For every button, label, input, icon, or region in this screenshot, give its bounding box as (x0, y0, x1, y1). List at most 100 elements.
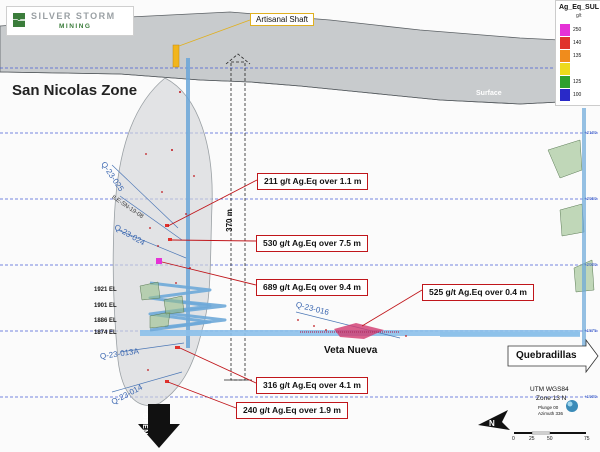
level-1921: 1921 EL (94, 287, 117, 293)
dot (313, 325, 315, 327)
legend-bin-label: 140 (573, 39, 582, 46)
legend-swatch (560, 49, 570, 62)
quebradillas-arrow (507, 338, 599, 374)
legend-swatch (560, 62, 570, 75)
projection-line2: Zone 13 N (536, 395, 567, 402)
structure-bodies (139, 139, 595, 329)
legend-bin (560, 62, 598, 75)
level-1886: 1886 EL (94, 318, 117, 324)
leader-525 (361, 289, 423, 327)
dot (193, 175, 195, 177)
dot (147, 369, 149, 371)
open-label: OPEN (141, 413, 148, 435)
scale-tick-50: 50 (547, 436, 553, 442)
legend-swatch (560, 75, 570, 88)
intercept-240 (165, 380, 169, 383)
logo-brand-line1: SILVER STORM (31, 11, 116, 21)
legend-swatch (560, 23, 570, 36)
topography-surface-lower (0, 71, 600, 105)
projection-plunge: Plunge 00 (538, 405, 559, 410)
trace-q23-024 (117, 229, 187, 259)
callout-525: 525 g/t Ag.Eq over 0.4 m (422, 284, 534, 301)
quebradillas-working (440, 332, 580, 337)
vertical-extent-box (230, 61, 246, 381)
trace-ile-sn-19-08 (119, 195, 183, 241)
drillhole-traces (111, 164, 401, 393)
veta-nueva-label: Veta Nueva (324, 345, 378, 356)
legend-bin: 135 (560, 49, 598, 62)
legend-bin: 100 (560, 88, 598, 101)
dot (325, 329, 327, 331)
legend-bin-label: 100 (573, 91, 582, 98)
legend-swatch (560, 88, 570, 101)
body-4 (559, 203, 585, 237)
leader-artisanal (178, 19, 251, 47)
legend-bin: 250 (560, 23, 598, 36)
dot (405, 335, 407, 337)
body-1 (139, 281, 161, 301)
leader-689 (161, 261, 257, 286)
dot (145, 153, 147, 155)
scale-bar (514, 431, 586, 435)
scale-tick-75: 75 (584, 436, 590, 442)
legend-title: Ag_Eq_SUL (559, 4, 600, 11)
callout-211: 211 g/t Ag.Eq over 1.1 m (257, 173, 369, 190)
dot (175, 282, 177, 284)
scale-bar-segment-3 (550, 432, 586, 434)
legend-bin-label: 125 (573, 78, 582, 85)
east-drill-trace (582, 108, 586, 348)
north-arrow (478, 410, 510, 430)
dot (157, 245, 159, 247)
compass-sphere (566, 400, 578, 412)
leader-316 (179, 347, 257, 384)
quebradillas-label: Quebradillas (516, 350, 577, 361)
logo-icon (13, 13, 25, 27)
open-arrow (138, 404, 180, 448)
callout-316: 316 g/t Ag.Eq over 4.1 m (256, 377, 368, 394)
compass-sphere-highlight (567, 401, 573, 407)
dot (161, 191, 163, 193)
elevation-tag-2100: +2100 (584, 130, 597, 135)
intercept-211 (165, 224, 169, 227)
level-1874: 1874 EL (94, 330, 117, 336)
intercept-689 (156, 258, 162, 264)
trace-q23-014 (111, 371, 183, 393)
legend-unit: g/t (576, 13, 582, 19)
surface-label: Surface (476, 90, 502, 97)
logo: SILVER STORM MINING (6, 6, 134, 36)
projection-line1: UTM WGS84 (530, 386, 569, 393)
scale-tick-25: 25 (529, 436, 535, 442)
trace-q23-013a (119, 342, 185, 353)
legend-swatch (560, 36, 570, 49)
elevation-tag-1875: +1875 (584, 328, 597, 333)
legend-bin: 140 (560, 36, 598, 49)
legend-bin-label: 250 (573, 26, 582, 33)
scale-bar-segment-1 (514, 432, 532, 434)
intercept-veta-nueva (334, 323, 384, 339)
artisanal-shaft-label: Artisanal Shaft (250, 13, 315, 26)
shaft-trace (186, 58, 190, 348)
dot (149, 227, 151, 229)
level-1901: 1901 EL (94, 303, 117, 309)
dot (297, 319, 299, 321)
legend-bin: 125 (560, 75, 598, 88)
callout-689: 689 g/t Ag.Eq over 9.4 m (256, 279, 368, 296)
legend-bins: 250 140 135 125 100 (560, 23, 598, 101)
dot (185, 213, 187, 215)
body-2 (149, 311, 171, 329)
leader-530 (171, 239, 257, 242)
callout-530: 530 g/t Ag.Eq over 7.5 m (256, 235, 368, 252)
trace-q23-016 (295, 311, 401, 339)
zone-title: San Nicolas Zone (12, 82, 138, 99)
intercept-316 (175, 346, 180, 349)
leader-211 (167, 179, 258, 227)
callout-240: 240 g/t Ag.Eq over 1.9 m (236, 402, 348, 419)
artisanal-shaft (172, 44, 180, 68)
dot (171, 149, 173, 151)
trace-q23-025 (111, 164, 179, 229)
intercept-530 (168, 238, 172, 241)
vertical-distance-label: 370 m (224, 209, 234, 232)
elevation-tag-2050: +2050 (584, 196, 597, 201)
